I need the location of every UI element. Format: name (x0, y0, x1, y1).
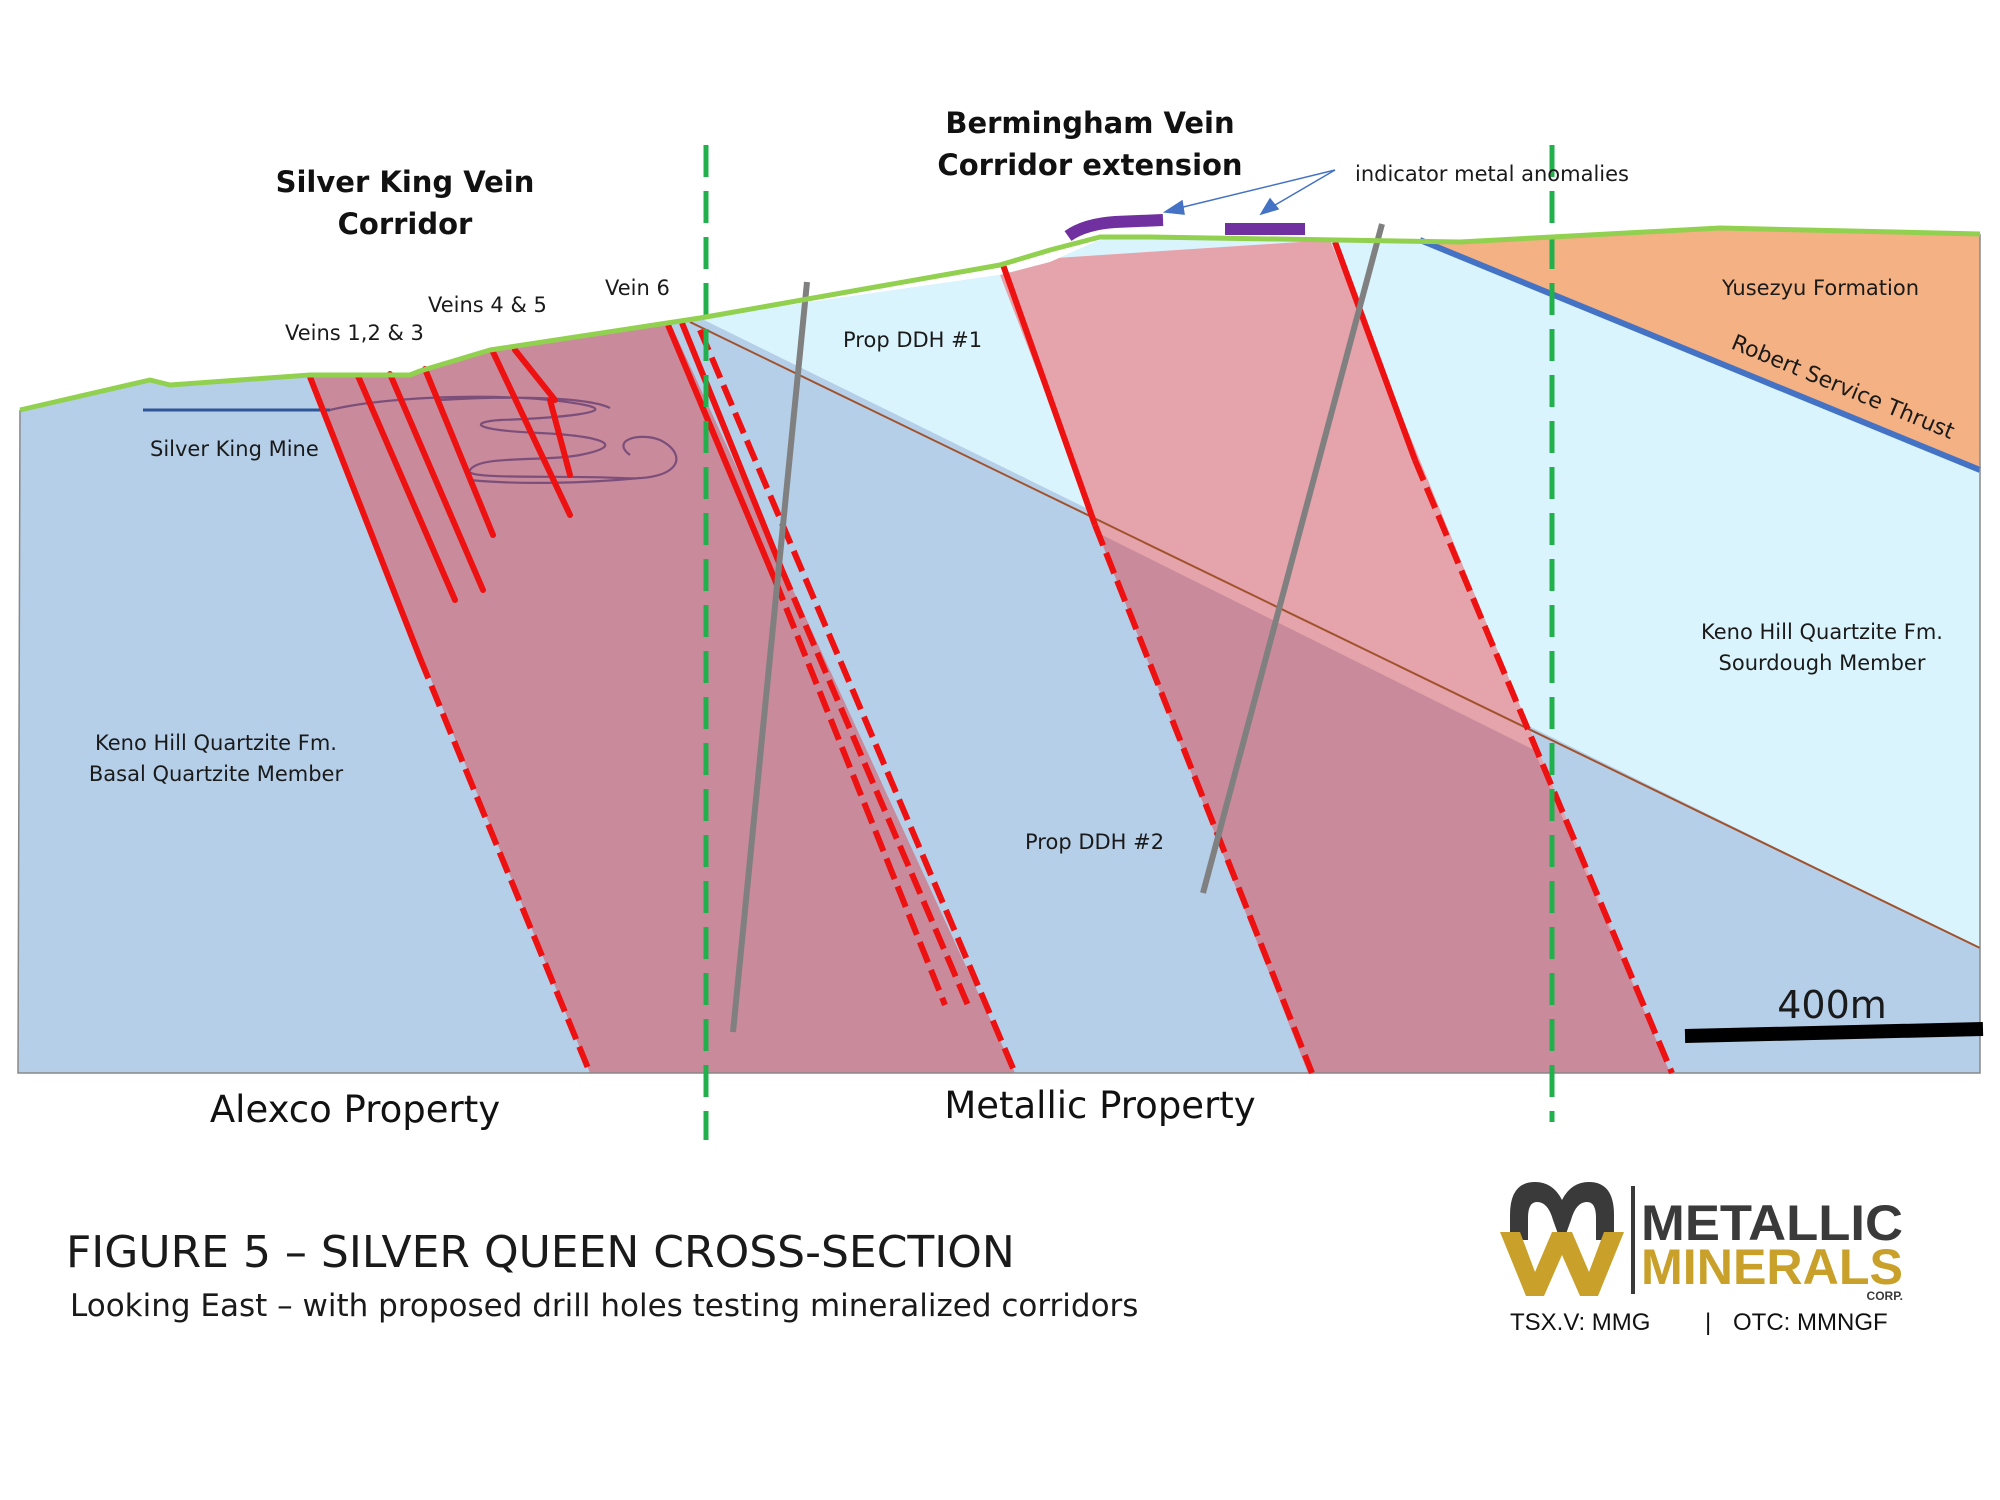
vein-5b (512, 347, 558, 403)
prop-ddh-2-trace (1200, 223, 1385, 894)
veins-123-label: Veins 1,2 & 3 (285, 321, 424, 345)
vein-6-group (665, 321, 1018, 1075)
alexco-property-label: Alexco Property (210, 1088, 500, 1131)
company-logo: METALLIC MINERALS CORP. (1500, 1182, 1903, 1303)
vein-1 (307, 374, 423, 661)
vein-1-projection (417, 656, 593, 1075)
logo-line-1: METALLIC (1641, 1195, 1903, 1251)
vein-6-solid-a (665, 323, 778, 582)
veins-45-label: Veins 4 & 5 (428, 293, 547, 317)
logo-w-mark (1500, 1232, 1624, 1296)
silver-king-corridor-title-2: Corridor (338, 207, 473, 241)
keno-basal-label-1: Keno Hill Quartzite Fm. (95, 731, 337, 755)
vein-6-solid-b (679, 321, 785, 572)
bermingham-title-1: Bermingham Vein (945, 106, 1234, 140)
scale-bar (1684, 1022, 1984, 1043)
logo-corp: CORP. (1867, 1289, 1903, 1303)
bermingham-veins (999, 240, 1675, 1075)
prop-ddh1-label: Prop DDH #1 (843, 328, 982, 352)
vein-6-dashed-c (697, 328, 1018, 1075)
vein-4 (422, 366, 496, 538)
vein-6-dashed-a (772, 578, 948, 1007)
scale-label: 400m (1777, 983, 1887, 1027)
silver-king-corridor-title-1: Silver King Vein (276, 165, 535, 199)
ticker-tsx: TSX.V: MMG (1510, 1309, 1650, 1336)
anomaly-bar-west (1064, 214, 1164, 242)
keno-sourdough-label-1: Keno Hill Quartzite Fm. (1701, 620, 1943, 644)
silver-king-mine-label: Silver King Mine (150, 437, 319, 461)
bermingham-east-vein (1332, 240, 1418, 462)
bermingham-east-vein-projection (1412, 458, 1675, 1075)
yusezyu-label: Yusezyu Formation (1721, 276, 1919, 300)
figure-title: FIGURE 5 – SILVER QUEEN CROSS-SECTION (66, 1227, 1015, 1278)
lithologic-contact (689, 321, 1981, 949)
logo-m-mark (1510, 1182, 1614, 1245)
logo-line-2: MINERALS (1641, 1239, 1903, 1295)
bermingham-title-2: Corridor extension (937, 148, 1242, 182)
keno-sourdough-label-2: Sourdough Member (1719, 651, 1926, 675)
silver-king-corridor-zone (308, 318, 1015, 1073)
metallic-property-label: Metallic Property (944, 1084, 1255, 1127)
topography-line (19, 225, 1981, 413)
vein-3 (387, 371, 486, 593)
keno-basal-label-2: Basal Quartzite Member (89, 762, 344, 786)
logo-divider (1631, 1186, 1635, 1294)
vein-6-dashed-b (779, 568, 973, 1012)
ticker-otc: OTC: MMNGF (1733, 1309, 1888, 1336)
vein-5c (547, 397, 573, 478)
bermingham-west-vein-projection (1092, 523, 1315, 1075)
vein-2 (355, 373, 458, 603)
vein-6-label: Vein 6 (605, 276, 670, 300)
silver-king-veins (307, 347, 573, 661)
robert-service-thrust-line (1418, 237, 1982, 473)
indicator-label: indicator metal anomalies (1355, 162, 1629, 186)
indicator-arrows (1162, 169, 1336, 216)
section-outline (17, 234, 1981, 1074)
figure-subtitle: Looking East – with proposed drill holes… (70, 1288, 1138, 1324)
ticker-separator: | (1705, 1309, 1711, 1336)
prop-ddh2-label: Prop DDH #2 (1025, 830, 1164, 854)
bermingham-corridor-deep-zone (1098, 533, 1670, 1073)
vein-5 (490, 349, 573, 518)
bermingham-west-vein (999, 260, 1098, 527)
prop-ddh-1-trace (730, 281, 810, 1033)
